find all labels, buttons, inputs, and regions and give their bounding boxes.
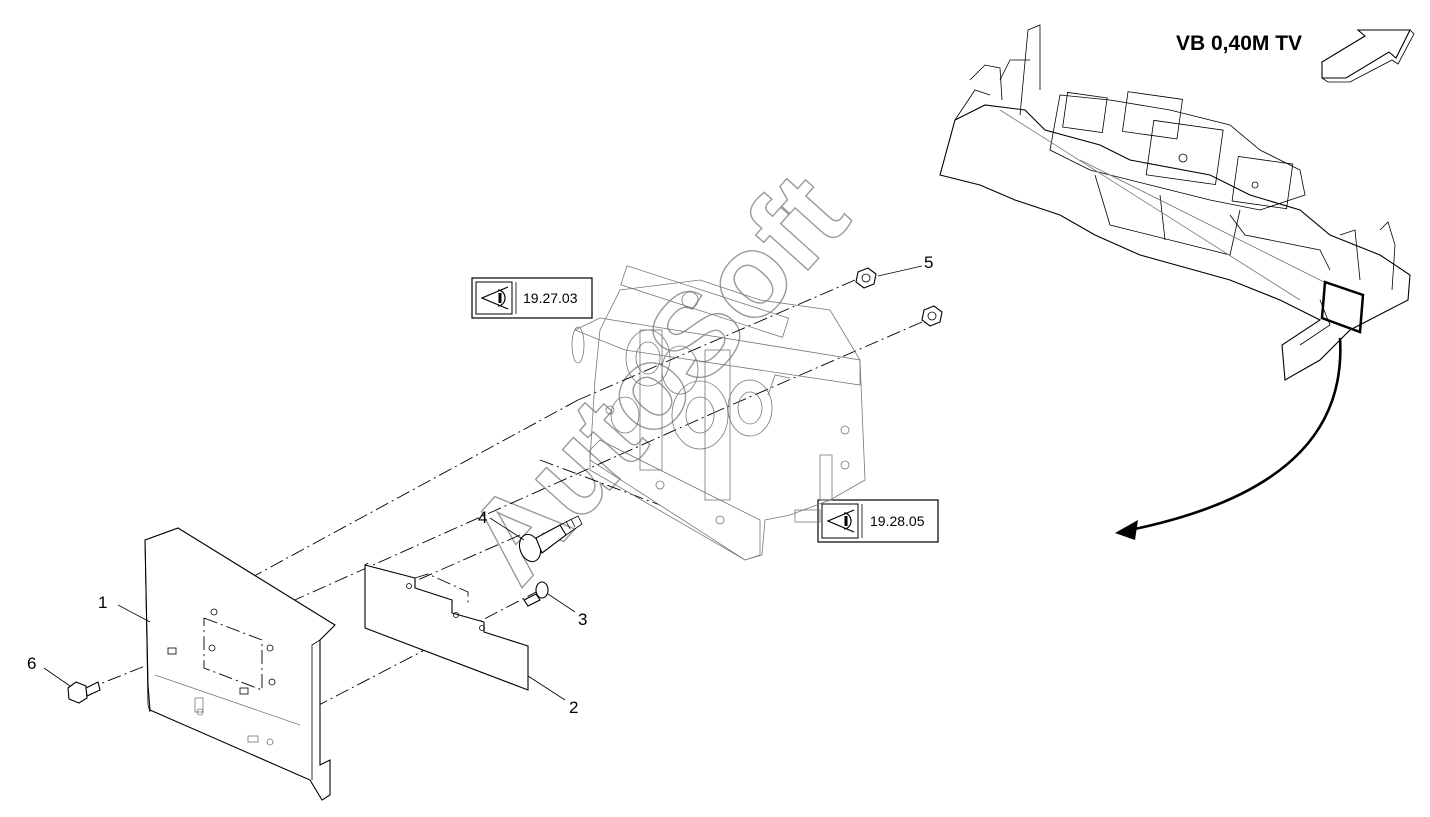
callout-1: 1 <box>98 593 107 612</box>
reference-label: 19.28.05 <box>870 513 925 529</box>
reference-box-19-27-03[interactable]: 19.27.03 <box>471 277 593 319</box>
callout-4: 4 <box>478 508 487 527</box>
shoulder-bolt <box>518 515 583 563</box>
assembly-lines <box>89 279 923 721</box>
diagram-title: VB 0,40M TV <box>1176 32 1302 55</box>
view-direction-arrow-icon <box>1321 29 1415 83</box>
nut-upper <box>855 267 877 289</box>
eye-icon <box>480 286 509 310</box>
highlight-frame <box>1320 280 1365 334</box>
callout-2: 2 <box>569 698 578 717</box>
callout-5: 5 <box>924 253 933 272</box>
callout-6: 6 <box>27 654 36 673</box>
eye-icon <box>826 509 855 533</box>
watermark: AutoSoft <box>441 149 872 607</box>
reference-box-19-28-05[interactable]: 19.28.05 <box>817 499 939 543</box>
hex-bolt <box>67 681 101 704</box>
reference-label: 19.27.03 <box>523 290 578 306</box>
screed-bracket-assembly <box>571 265 866 561</box>
detail-pointer-arrow-icon <box>1115 337 1342 540</box>
mounting-plate <box>364 562 529 691</box>
callout-3: 3 <box>578 610 587 629</box>
side-cover <box>144 527 336 801</box>
small-bolt <box>523 581 549 607</box>
nut-lower <box>921 305 943 327</box>
screed-overview <box>939 24 1411 381</box>
